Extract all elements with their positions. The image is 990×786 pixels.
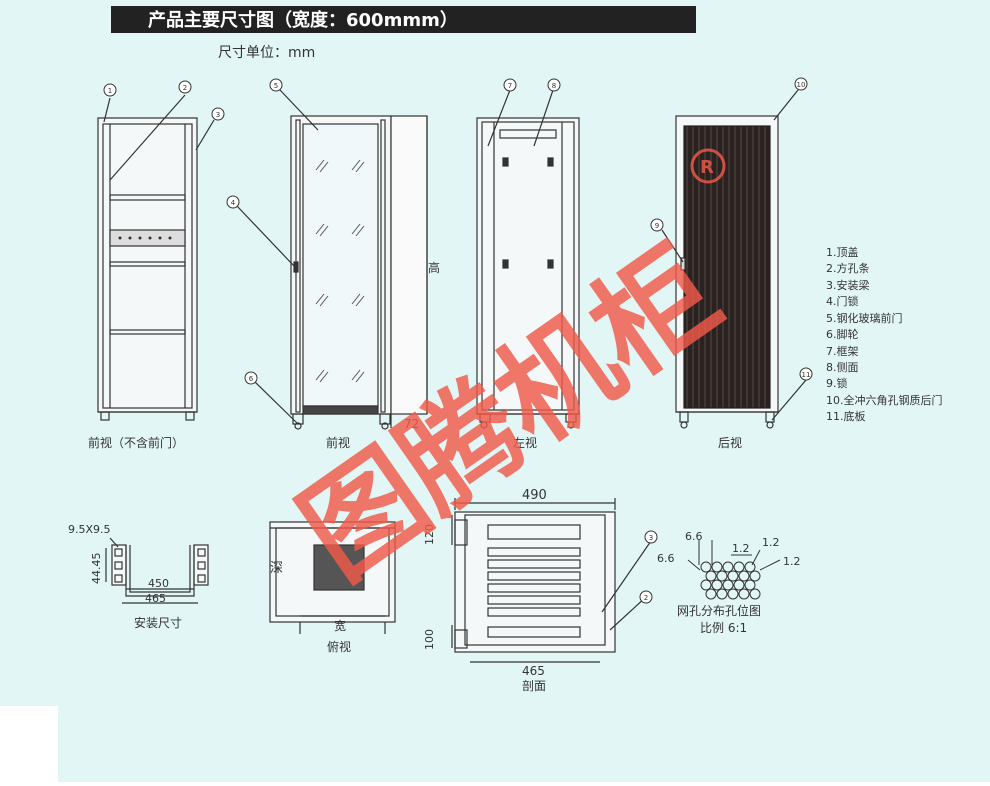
callout-11: 11 — [802, 371, 811, 379]
legend-item-2: 2.方孔条 — [826, 261, 870, 275]
front-no-door-dots — [118, 236, 172, 240]
install-width-465: 465 — [145, 592, 166, 605]
callout-7: 7 — [508, 82, 512, 90]
callout-6: 6 — [249, 375, 254, 383]
caption-mesh-scale: 比例 6:1 — [700, 621, 747, 635]
width-label: 宽 — [334, 618, 346, 633]
mesh-hole-diagram — [687, 540, 781, 600]
caption-rear: 后视 — [718, 435, 742, 450]
rear-view — [661, 89, 807, 429]
callout-4: 4 — [231, 199, 236, 207]
top-view — [269, 521, 396, 634]
legend-item-10: 10.全冲六角孔钢质后门 — [826, 393, 943, 407]
callout-2: 2 — [183, 84, 187, 92]
legend-item-11: 11.底板 — [826, 409, 866, 423]
mesh-dim-1-2-c: 1.2 — [783, 555, 801, 568]
callout-3: 3 — [216, 111, 220, 119]
legend-item-1: 1.顶盖 — [826, 245, 859, 259]
callout-8: 8 — [552, 82, 556, 90]
base-dimension: 72 — [404, 417, 419, 431]
left-view — [476, 89, 580, 429]
callout-5: 5 — [274, 82, 278, 90]
section-callout-2: 2 — [644, 594, 648, 602]
svg-text:R: R — [700, 157, 714, 178]
legend-item-4: 4.门锁 — [826, 294, 859, 308]
caption-section: 剖面 — [522, 679, 546, 693]
section-100: 100 — [423, 629, 436, 650]
section-width-490: 490 — [522, 488, 547, 503]
page-title: 产品主要尺寸图（宽度：600mmm） — [148, 9, 458, 31]
legend-item-9: 9.锁 — [826, 376, 848, 390]
caption-left: 左视 — [513, 435, 537, 450]
unit-label: 尺寸单位：mm — [218, 45, 315, 61]
depth-label: 深 — [270, 561, 283, 576]
front-view-no-door — [97, 94, 215, 421]
section-callouts — [639, 530, 658, 604]
parts-legend: 1.顶盖 2.方孔条 3.安装梁 4.门锁 5.钢化玻璃前门 6.脚轮 7.框架… — [826, 245, 943, 423]
caption-front-no-door: 前视（不含前门） — [88, 435, 184, 450]
legend-item-7: 7.框架 — [826, 345, 859, 358]
section-120: 120 — [423, 524, 436, 545]
caption-mesh: 网孔分布孔位图 — [677, 603, 761, 618]
install-dimension-drawing — [105, 537, 209, 604]
section-view — [451, 498, 652, 663]
legend-item-5: 5.钢化玻璃前门 — [826, 311, 903, 325]
mesh-dim-6-6-left: 6.6 — [657, 552, 675, 565]
install-width-450: 450 — [148, 577, 169, 590]
mesh-dim-6-6-top: 6.6 — [685, 530, 703, 543]
callout-circles — [103, 77, 813, 385]
section-width-465: 465 — [522, 664, 545, 678]
front-view — [236, 89, 428, 430]
mesh-dim-1-2-a: 1.2 — [732, 542, 750, 555]
title-bar — [111, 6, 696, 33]
callout-numbers: 1 2 3 4 5 6 7 8 9 10 11 — [108, 81, 811, 383]
legend-item-6: 6.脚轮 — [826, 327, 859, 341]
glass-hatches — [315, 159, 365, 383]
caption-top: 俯视 — [327, 639, 351, 654]
legend-item-3: 3.安装梁 — [826, 278, 870, 292]
height-label: 高 — [428, 260, 440, 275]
callout-1: 1 — [108, 87, 112, 95]
legend-item-8: 8.侧面 — [826, 361, 859, 374]
section-callout-3: 3 — [649, 534, 653, 542]
callout-10: 10 — [797, 81, 806, 89]
caption-install: 安装尺寸 — [134, 615, 182, 630]
caption-front: 前视 — [326, 435, 350, 450]
mesh-dim-1-2-b: 1.2 — [762, 536, 780, 549]
install-height: 44.45 — [90, 553, 103, 585]
install-hole-size: 9.5X9.5 — [68, 523, 111, 536]
callout-9: 9 — [655, 222, 659, 230]
